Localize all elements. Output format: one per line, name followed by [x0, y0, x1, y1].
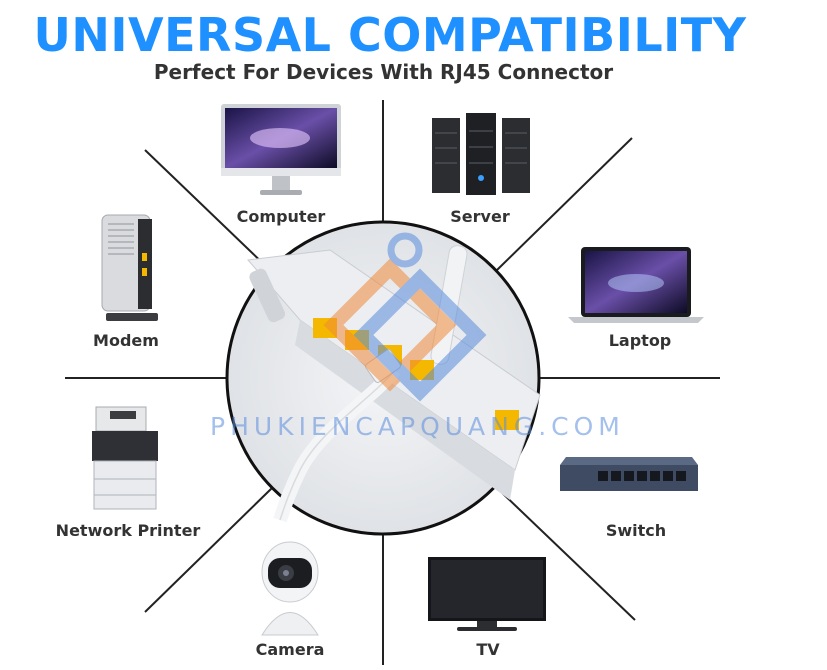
page-subtitle: Perfect For Devices With RJ45 Connector: [153, 60, 614, 84]
device-label-tv: TV: [476, 640, 500, 659]
device-label-network-printer: Network Printer: [55, 521, 201, 540]
watermark-logo: [323, 232, 487, 402]
page-title: UNIVERSAL COMPATIBILITY: [33, 8, 747, 62]
laptop-icon: [568, 247, 704, 323]
printer-icon: [92, 406, 158, 510]
connector-lines: [65, 100, 720, 665]
camera-icon: [261, 541, 319, 636]
tv-icon: [428, 557, 546, 631]
modem-icon: [101, 214, 158, 321]
device-label-switch: Switch: [605, 521, 667, 540]
watermark-text: PHUKIENCAPQUANG.COM: [210, 412, 625, 441]
server-rack-icon: [432, 113, 530, 195]
device-label-modem: Modem: [93, 331, 159, 350]
network-switch-icon: [560, 457, 698, 491]
monitor-icon: [221, 104, 341, 195]
device-label-computer: Computer: [236, 207, 326, 226]
device-label-server: Server: [450, 207, 510, 226]
device-label-camera: Camera: [255, 640, 325, 659]
device-label-laptop: Laptop: [608, 331, 672, 350]
